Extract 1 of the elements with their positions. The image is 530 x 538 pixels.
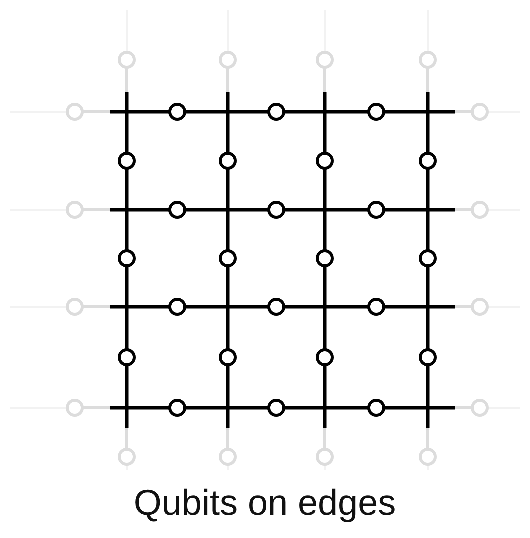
caption: Qubits on edges bbox=[134, 482, 396, 524]
